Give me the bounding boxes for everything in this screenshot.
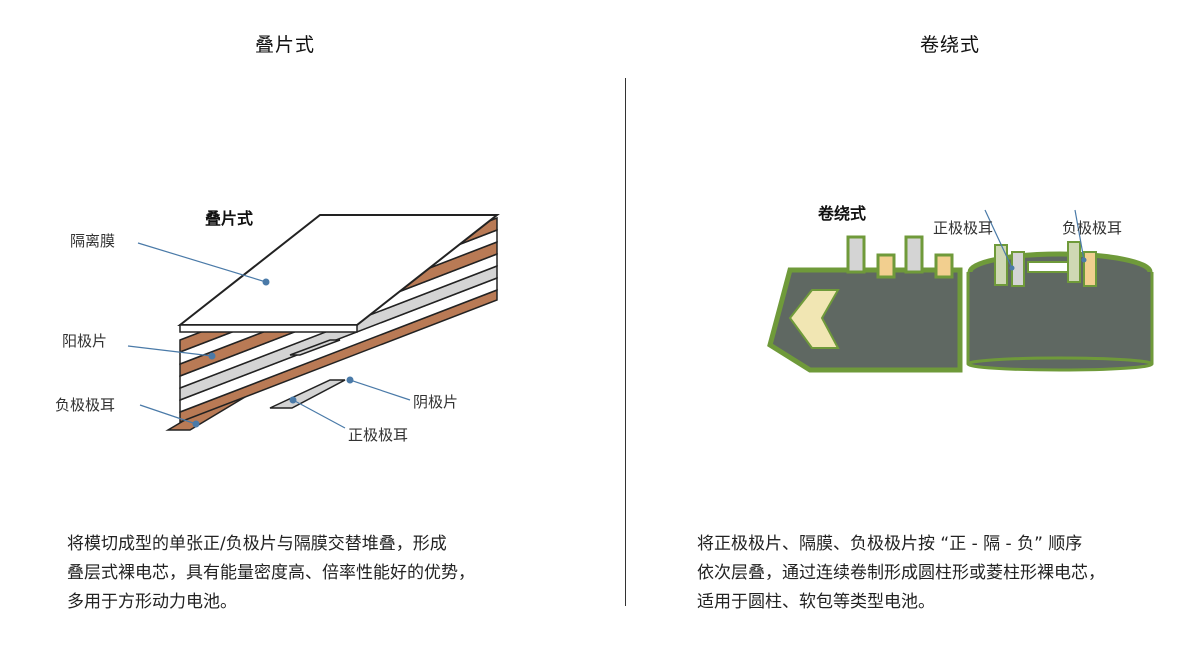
label-wound-positive-tab: 正极极耳: [933, 219, 993, 237]
upper-tab-shape: [289, 339, 341, 356]
wound-description: 将正极极片、隔膜、负极极片按 “正 - 隔 - 负” 顺序 依次层叠，通过连续卷…: [697, 530, 1167, 617]
top-separator-edge: [179, 324, 358, 333]
label-wound-negative-tab: 负极极耳: [1062, 219, 1122, 237]
dot-wound-positive: [1009, 265, 1015, 271]
wound-roll-bottom: [966, 356, 1154, 372]
leader-negative-tab: [139, 404, 197, 425]
wound-cross-section: [788, 289, 840, 349]
label-separator: 隔离膜: [70, 232, 115, 250]
leader-wound-negative: [1074, 209, 1085, 261]
wound-tab-yellow-2: [934, 253, 954, 279]
leader-anode: [127, 345, 213, 357]
wound-cyl-tab-3: [1067, 241, 1081, 283]
dot-separator: [262, 278, 270, 286]
wound-desc-line-1: 将正极极片、隔膜、负极极片按 “正 - 隔 - 负” 顺序: [697, 534, 1083, 554]
wound-roll-body: [968, 272, 1152, 364]
label-anode-sheet: 阳极片: [62, 332, 107, 350]
wound-cyl-tab-4: [1083, 251, 1097, 287]
leader-cathode: [349, 379, 411, 401]
stacked-description: 将模切成型的单张正/负极片与隔膜交替堆叠，形成 叠层式裸电芯，具有能量密度高、倍…: [67, 530, 537, 617]
leader-separator: [137, 242, 267, 283]
stacked-diagram-title: 叠片式: [205, 209, 253, 228]
dot-negative-tab: [192, 420, 200, 428]
leader-wound-positive: [984, 209, 1013, 269]
stacked-desc-line-1: 将模切成型的单张正/负极片与隔膜交替堆叠，形成: [67, 534, 447, 554]
wound-cell-diagram: 卷绕式 正极极耳 负极极耳: [767, 204, 1154, 373]
stacked-desc-line-2: 叠层式裸电芯，具有能量密度高、倍率性能好的优势，: [67, 563, 475, 583]
wound-desc-line-3: 适用于圆柱、软包等类型电池。: [697, 592, 935, 612]
wound-desc-line-2: 依次层叠，通过连续卷制形成圆柱形或菱柱形裸电芯，: [697, 563, 1105, 583]
dot-positive-tab: [289, 396, 297, 404]
wound-cyl-tab-1: [994, 244, 1008, 286]
panel-divider: [625, 78, 626, 606]
stacked-cell-diagram: 叠片式 隔离膜 阳极片 负极极耳 阴极片 正极极耳: [55, 209, 500, 444]
wound-tab-gray-2: [904, 235, 924, 274]
stacked-desc-line-3: 多用于方形动力电池。: [67, 592, 237, 612]
label-negative-tab: 负极极耳: [55, 396, 115, 414]
positive-tab-shape: [269, 379, 346, 409]
wound-tab-gray-1: [846, 235, 866, 274]
label-positive-tab: 正极极耳: [348, 426, 408, 444]
dot-anode: [208, 352, 216, 360]
dot-wound-negative: [1081, 257, 1087, 263]
dot-cathode: [346, 376, 354, 384]
leader-positive-tab: [292, 399, 346, 429]
wound-panel-title: 卷绕式: [920, 34, 981, 56]
wound-diagram-title: 卷绕式: [817, 204, 866, 223]
stacked-panel-title: 叠片式: [255, 34, 316, 56]
wound-tab-yellow-1: [876, 253, 896, 279]
wound-cyl-core: [1027, 261, 1069, 273]
label-cathode-sheet: 阴极片: [413, 393, 458, 411]
